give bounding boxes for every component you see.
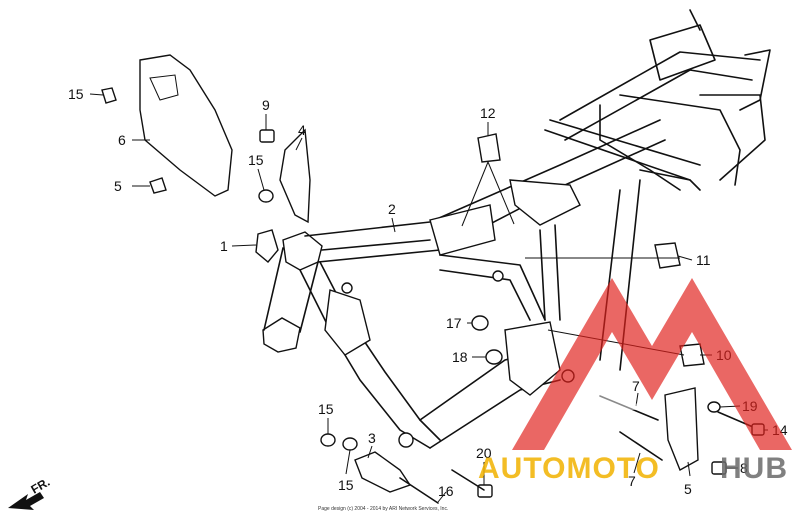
direction-label: FR.	[29, 475, 53, 497]
rubber-16-lower	[485, 349, 503, 365]
callout-9: 9	[262, 97, 270, 113]
callout-4: 4	[298, 122, 306, 138]
callout-13: 12	[480, 105, 496, 121]
bolt-18	[101, 87, 117, 104]
callout-5: 5	[684, 481, 692, 497]
clamp-13	[477, 133, 501, 163]
watermark-logo-icon	[512, 278, 792, 450]
bolt-19	[399, 477, 439, 504]
callout-7-upper: 7	[632, 378, 640, 394]
copyright-notice: Page design (c) 2004 - 2014 by ARI Netwo…	[318, 506, 448, 512]
bolt-10	[149, 177, 167, 194]
collar-15-bottom-a	[320, 433, 336, 447]
bolt-7-lower	[619, 431, 663, 461]
automotohub-watermark: AUTOMOTO HUB	[478, 278, 792, 485]
callout-6: 6	[118, 132, 126, 148]
rubber-16-upper	[471, 315, 489, 331]
clip-1	[255, 229, 279, 263]
callout-12: 11	[696, 252, 711, 268]
callout-10: 5	[114, 178, 122, 194]
callout-20: 20	[476, 445, 492, 461]
watermark-brand-right: HUB	[720, 452, 788, 485]
front-direction-arrow: FR.	[8, 475, 52, 510]
frame-body	[262, 9, 771, 449]
callout-18: 15	[68, 86, 84, 102]
callout-7-lower: 7	[628, 473, 636, 489]
heat-shield-plate	[139, 54, 233, 197]
callout-16-lower: 18	[452, 349, 468, 365]
nut-9	[259, 129, 275, 143]
parts	[101, 54, 765, 504]
callout-8: 8	[740, 460, 748, 476]
clamp-12	[654, 242, 681, 269]
washer-17	[707, 401, 721, 413]
bracket-3	[354, 451, 412, 493]
bracket-4	[279, 128, 311, 224]
callout-15-bottom-a: 15	[318, 401, 334, 417]
callout-1: 1	[220, 238, 228, 254]
arrow-icon	[8, 492, 44, 510]
collar-15-top	[258, 189, 274, 203]
watermark-brand-left: AUTOMOTO	[478, 452, 660, 485]
callout-16-upper: 17	[446, 315, 462, 331]
callout-15-bottom-b: 15	[338, 477, 354, 493]
collar-15-bottom-b	[342, 437, 358, 451]
bracket-5	[664, 387, 699, 471]
callout-3: 3	[368, 430, 376, 446]
clamp-11	[679, 343, 705, 367]
callout-15-top: 15	[248, 152, 264, 168]
callout-2: 2	[388, 201, 396, 217]
callout-19: 16	[438, 483, 454, 499]
